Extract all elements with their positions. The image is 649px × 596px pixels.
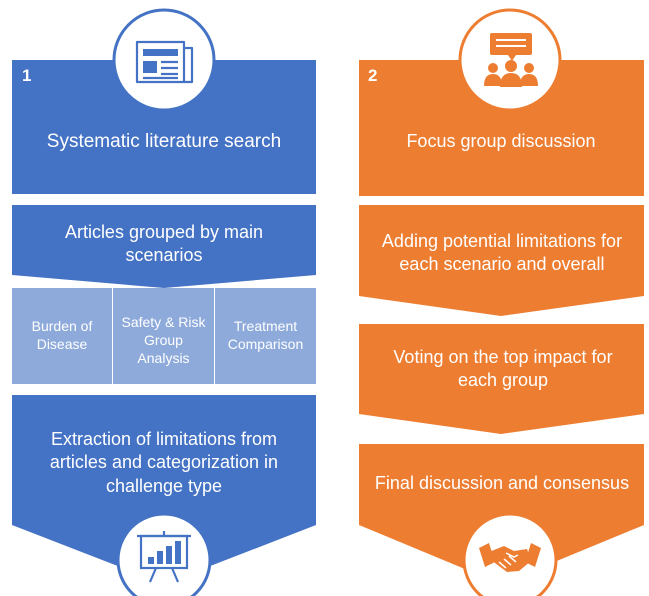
scenario-label-treatment: Treatment Comparison [227, 318, 304, 352]
scenario-box-burden [12, 288, 112, 384]
right-step-4-label: Final discussion and consensus [374, 473, 630, 494]
newspaper-icon [135, 40, 194, 84]
right-top-icon-circle [458, 8, 562, 112]
right-step-number: 2 [368, 66, 378, 85]
left-bottom-icon-circle [116, 512, 212, 596]
scenario-box-treatment [215, 288, 316, 384]
left-step-3-box [12, 395, 316, 584]
right-step-2-box [359, 205, 644, 316]
left-step-3-label: Extraction of limitations from articles … [49, 429, 279, 496]
left-step-2-label: Articles grouped by main scenarios [64, 221, 264, 265]
left-top-icon-circle [112, 8, 216, 112]
right-step-1-label: Focus group discussion [406, 131, 596, 152]
right-step-3-box [359, 324, 644, 434]
presentation-chart-icon [137, 531, 191, 583]
left-step-1-label: Systematic literature search [46, 130, 282, 152]
right-step-2-label: Adding potential limitations for each sc… [381, 230, 623, 274]
handshake-icon [479, 543, 541, 572]
scenario-label-safety: Safety & Risk Group Analysis [121, 314, 206, 366]
group-discussion-icon [484, 33, 538, 87]
left-step-number: 1 [22, 66, 32, 85]
right-step-3-label: Voting on the top impact for each group [393, 346, 613, 390]
scenario-label-burden: Burden of Disease [31, 318, 93, 352]
scenario-box-safety [113, 288, 214, 384]
left-step-2-box [12, 205, 316, 288]
